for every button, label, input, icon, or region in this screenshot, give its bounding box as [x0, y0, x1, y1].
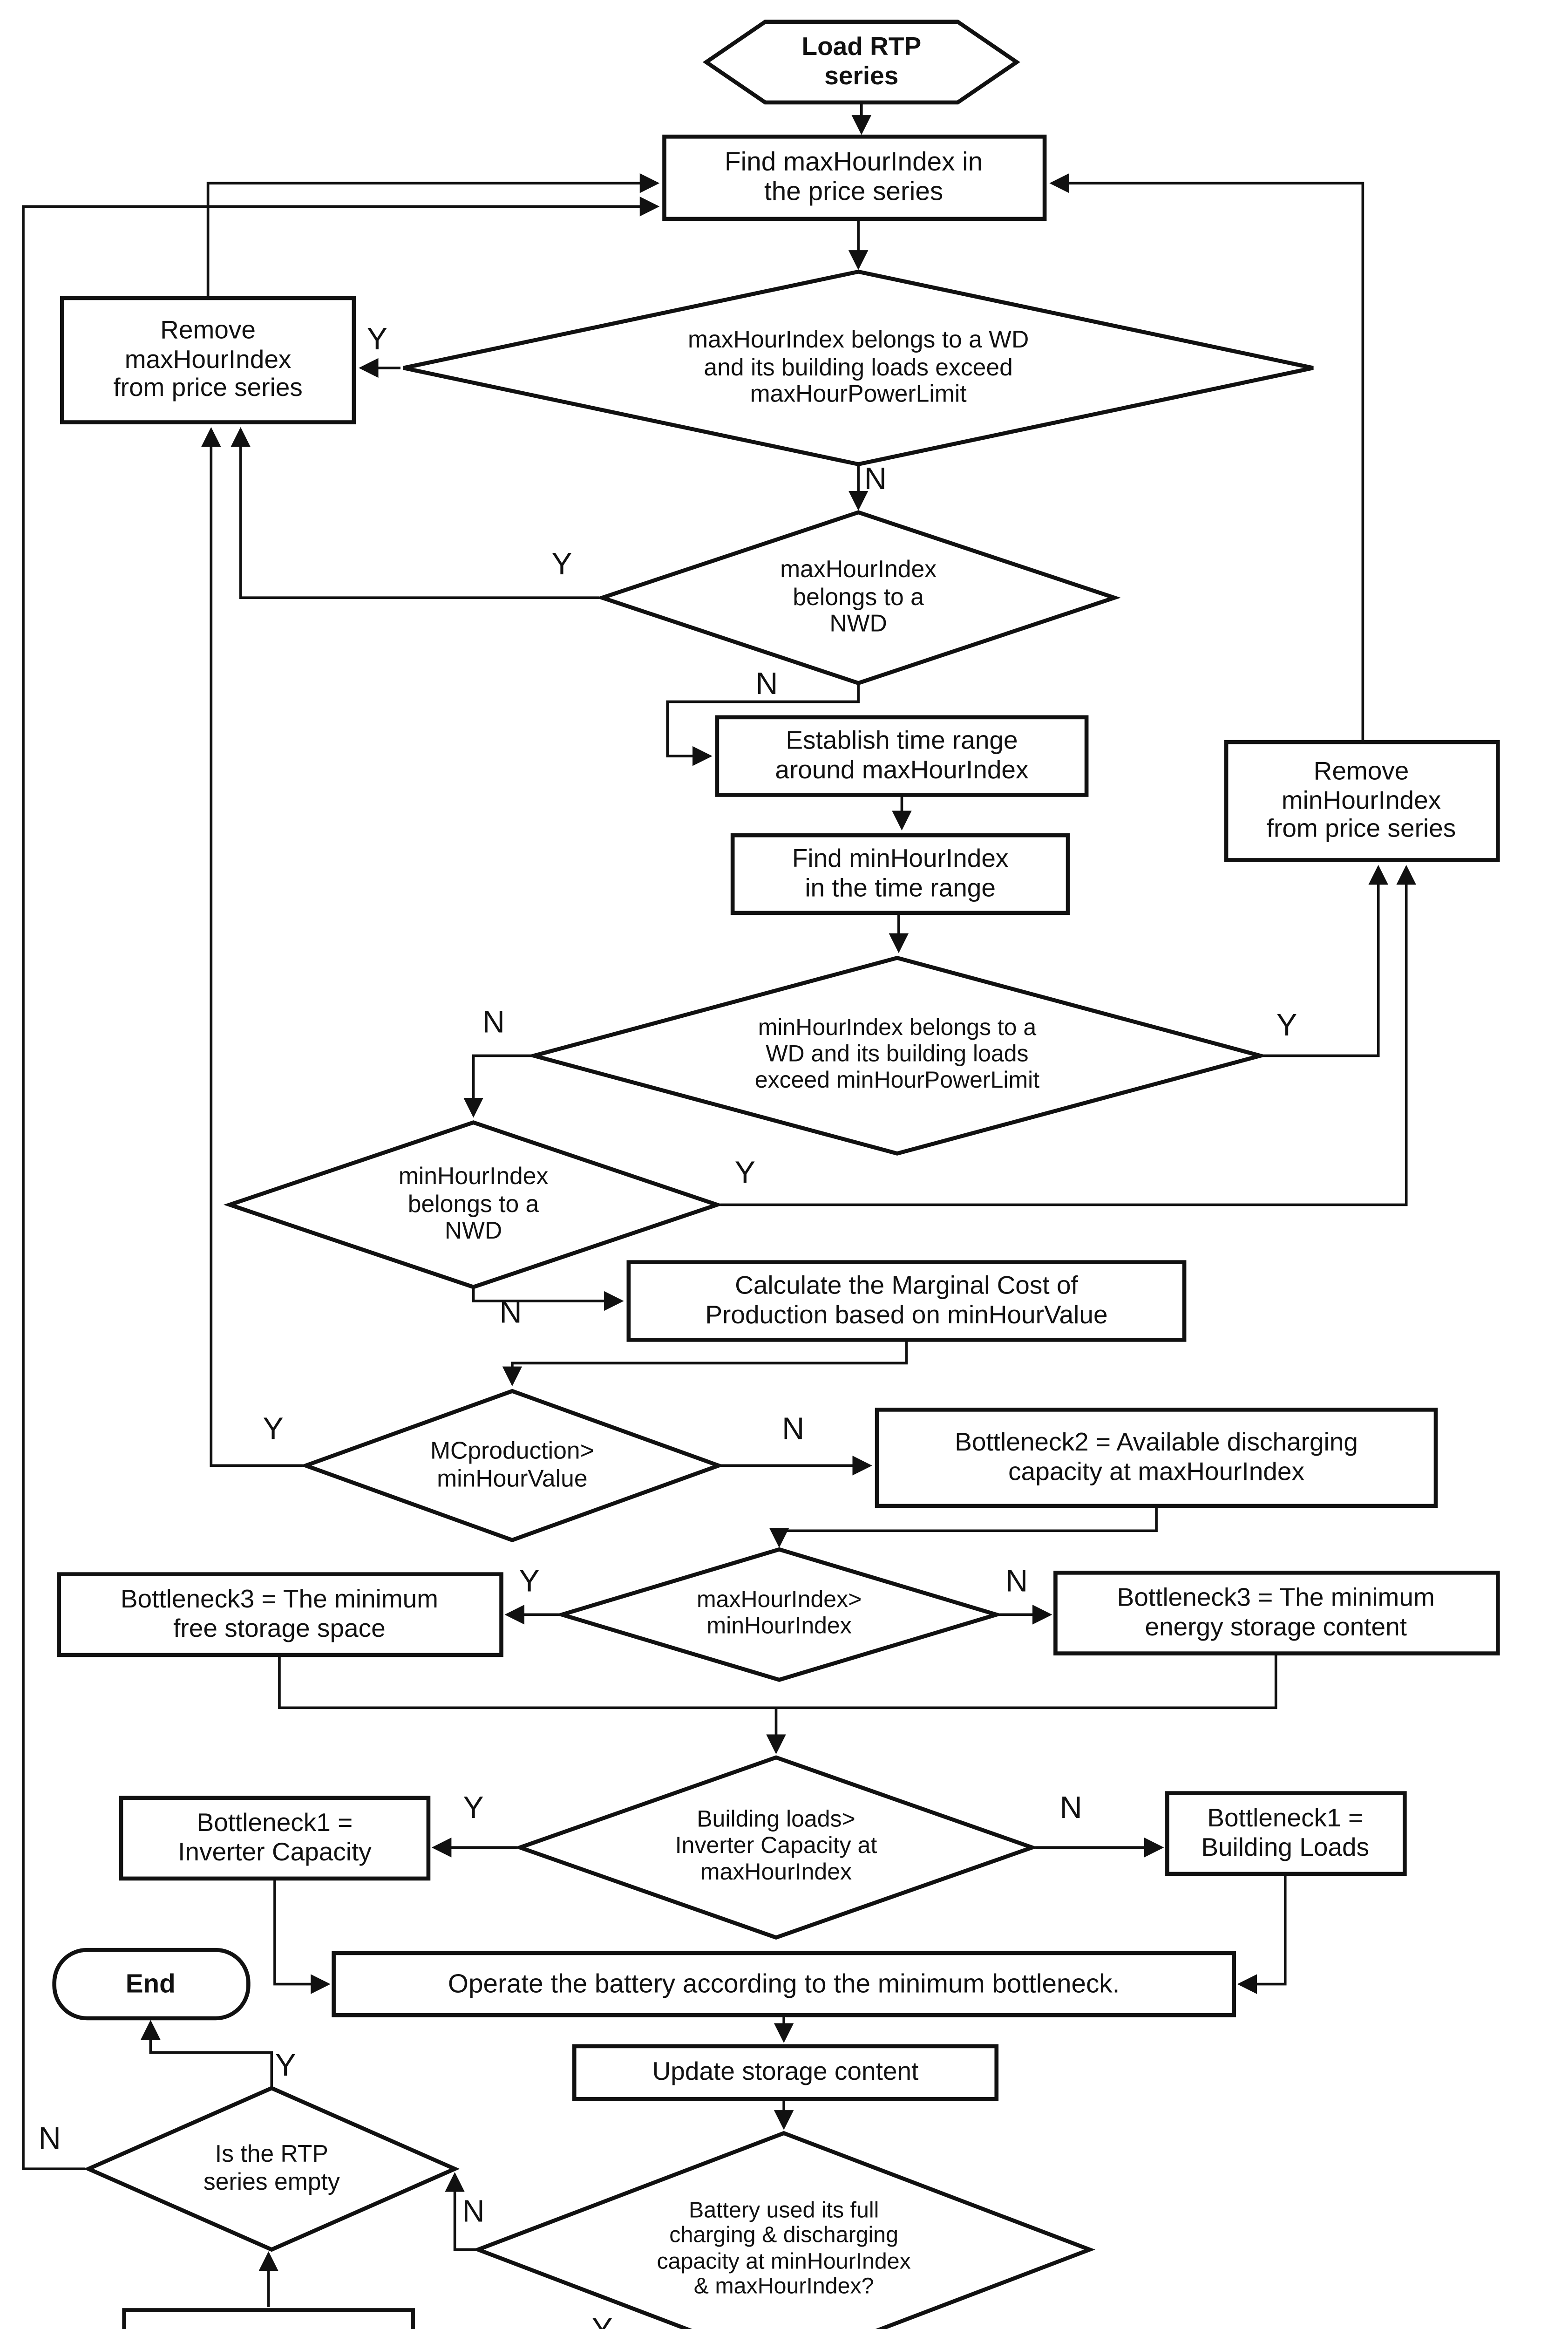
edge-b1loads-to-operate [1237, 1873, 1287, 1994]
process-operate-battery-label: Operate the battery according to the min… [448, 1969, 1120, 1999]
edge-b3free-merge [278, 1655, 776, 1709]
edge-removemin-to-findmax [1049, 173, 1364, 742]
decision-mcproduction-label: MCproduction> minHourValue [430, 1438, 594, 1492]
process-establish-time-range-label: Establish time range around maxHourIndex [775, 727, 1029, 784]
process-find-maxhourindex-label: Find maxHourIndex in the price series [724, 147, 983, 207]
process-find-minhourindex-shape [730, 833, 1070, 915]
process-bottleneck1-loads-label: Bottleneck1 = Building Loads [1201, 1805, 1370, 1862]
edge-b3content-merge [776, 1653, 1277, 1709]
branch-yes-battery-full: Y [592, 2315, 612, 2329]
decision-battery-full-label: Battery used its full charging & dischar… [657, 2199, 911, 2300]
terminator-load-rtp-label: Load RTP series [801, 33, 922, 90]
branch-yes-maxhour-gt-minhour: Y [519, 1565, 540, 1599]
decision-minhour-nwd-label: minHourIndex belongs to a NWD [398, 1164, 549, 1245]
branch-yes-building-loads: Y [463, 1791, 484, 1826]
edge-dnwdmin-no-calcmc [472, 1287, 624, 1311]
process-remove-minhourindex-shape [1224, 740, 1500, 862]
edge-dfull-no-dempty [445, 2172, 478, 2251]
process-bottleneck3-content-label: Bottleneck3 = The minimum energy storage… [1117, 1584, 1435, 1641]
process-bottleneck3-free-space-label: Bottleneck3 = The minimum free storage s… [120, 1586, 438, 1643]
edge-dmc-yes-removemax [201, 427, 303, 1467]
process-find-maxhourindex-shape [662, 134, 1047, 221]
process-remove-maxhourindex-shape [60, 296, 356, 424]
decision-maxhour-gt-minhour-shape [555, 1547, 1004, 1682]
branch-no-minhour-wd: N [482, 1006, 505, 1041]
process-update-storage-label: Update storage content [652, 2058, 919, 2086]
edge-dnwdmin-yes-removemin [720, 865, 1416, 1206]
process-bottleneck3-free-space-shape [57, 1572, 503, 1657]
process-remove-period-shape [122, 2308, 415, 2329]
decision-battery-full-shape [472, 2131, 1095, 2329]
process-update-storage-shape [572, 2044, 999, 2101]
branch-yes-minhour-wd: Y [1276, 1009, 1297, 1043]
edge-dnwdmax-no-establish [666, 683, 860, 766]
process-establish-time-range-shape [715, 715, 1089, 797]
process-bottleneck2-label: Bottleneck2 = Available discharging capa… [955, 1429, 1358, 1486]
edge-dnwdmax-yes-removemax [231, 427, 599, 599]
branch-yes-mcproduction: Y [263, 1413, 284, 1447]
branch-yes-maxhour-wd: Y [367, 323, 388, 357]
process-bottleneck1-inverter-label: Bottleneck1 = Inverter Capacity [178, 1809, 372, 1866]
edge-b1inverter-to-operate [273, 1878, 331, 1994]
decision-minhour-nwd-shape [223, 1120, 724, 1289]
branch-no-maxhour-gt-minhour: N [1005, 1565, 1028, 1599]
edge-dempty-yes-end [141, 2020, 273, 2088]
decision-rtp-empty-label: Is the RTP series empty [203, 2141, 340, 2195]
process-find-minhourindex-label: Find minHourIndex in the time range [792, 845, 1009, 902]
decision-minhour-wd-label: minHourIndex belongs to a WD and its bui… [754, 1015, 1040, 1094]
branch-no-rtp-empty: N [38, 2122, 61, 2157]
process-bottleneck2-shape [875, 1408, 1438, 1508]
decision-rtp-empty-shape [83, 2086, 460, 2252]
process-bottleneck1-inverter-shape [119, 1796, 431, 1881]
terminator-load-rtp-shape [702, 20, 1020, 105]
process-remove-maxhourindex-label: Remove maxHourIndex from price series [113, 317, 303, 403]
edge-calcmc-to-dmc [502, 1340, 908, 1387]
process-bottleneck3-content-shape [1053, 1570, 1500, 1655]
branch-no-building-loads: N [1059, 1791, 1082, 1826]
branch-yes-rtp-empty: Y [275, 2049, 296, 2084]
decision-maxhour-wd-label: maxHourIndex belongs to a WD and its bui… [688, 327, 1029, 408]
decision-maxhour-wd-shape [403, 269, 1314, 466]
edge-removemax-to-findmax [206, 173, 660, 298]
branch-no-battery-full: N [462, 2195, 485, 2230]
edge-dwdmin-yes-removemin [1263, 865, 1388, 1057]
process-operate-battery-shape [332, 1951, 1236, 2017]
decision-maxhour-gt-minhour-label: maxHourIndex> minHourIndex [696, 1587, 862, 1640]
branch-yes-maxhour-nwd: Y [551, 548, 572, 582]
decision-mcproduction-shape [299, 1389, 725, 1542]
branch-no-maxhour-wd: N [864, 463, 887, 497]
process-bottleneck1-loads-shape [1165, 1791, 1407, 1876]
decision-building-loads-label: Building loads> Inverter Capacity at max… [675, 1806, 877, 1886]
decision-maxhour-nwd-shape [596, 510, 1121, 686]
decision-building-loads-shape [514, 1755, 1039, 1940]
process-calc-marginal-cost-shape [626, 1260, 1187, 1342]
process-calc-marginal-cost-label: Calculate the Marginal Cost of Productio… [705, 1272, 1108, 1329]
branch-no-maxhour-nwd: N [755, 667, 778, 702]
terminator-end-shape [52, 1948, 251, 2021]
branch-yes-minhour-nwd: Y [734, 1157, 756, 1191]
edge-dempty-no-findmax [22, 197, 660, 2171]
edge-dwdmin-no-dnwdmin [463, 1054, 531, 1118]
terminator-end-label: End [125, 1969, 176, 1999]
branch-no-mcproduction: N [782, 1413, 805, 1447]
decision-minhour-wd-shape [526, 955, 1269, 1156]
branch-no-minhour-nwd: N [499, 1296, 522, 1331]
decision-maxhour-nwd-label: maxHourIndex belongs to a NWD [780, 557, 937, 638]
edge-b2-to-dmaxmin [769, 1506, 1158, 1548]
process-remove-minhourindex-label: Remove minHourIndex from price series [1266, 757, 1456, 844]
